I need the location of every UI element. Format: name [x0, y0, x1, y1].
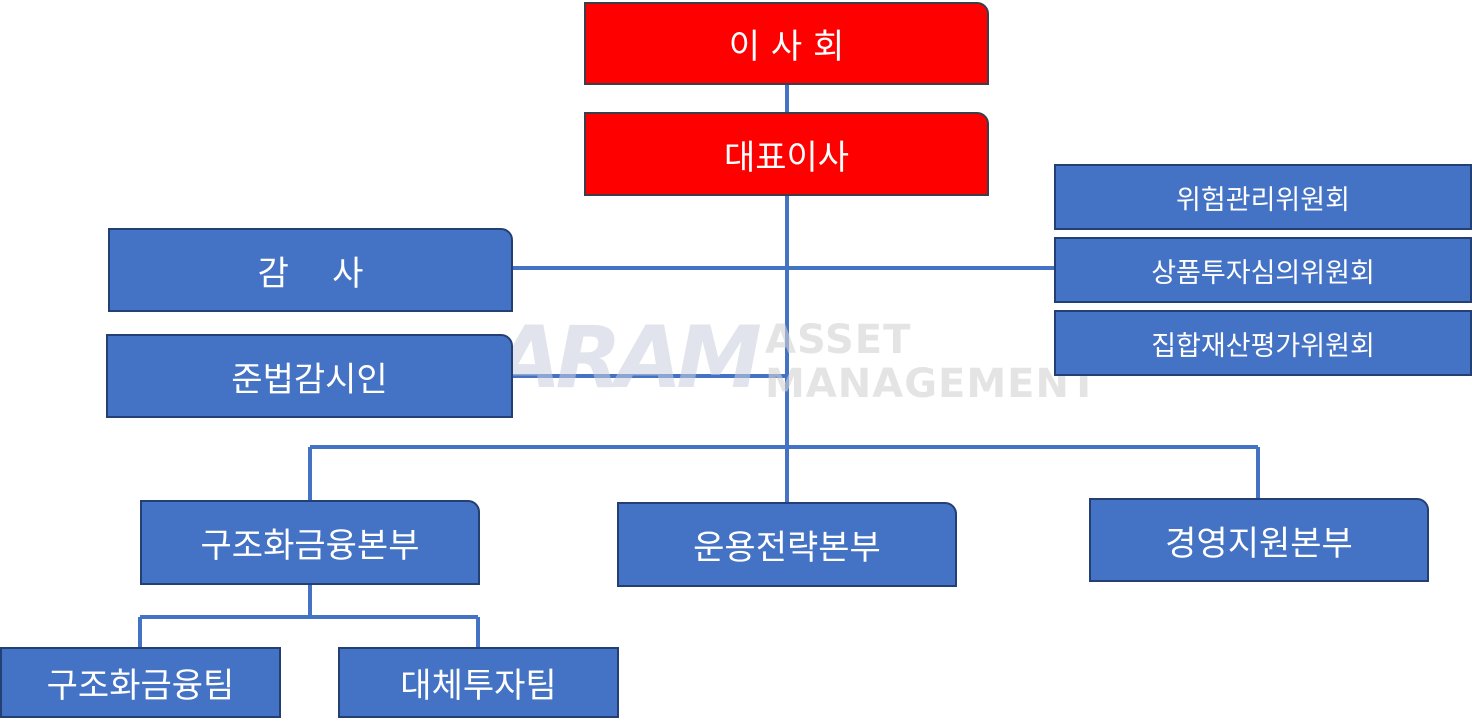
- company-watermark: ARAM ASSET MANAGEMENT: [495, 308, 1135, 408]
- node-compliance-officer[interactable]: 준법감시인: [106, 334, 513, 418]
- node-structured-finance-division[interactable]: 구조화금융본부: [140, 500, 480, 585]
- watermark-logo: ARAM: [495, 308, 762, 408]
- node-structured-finance-team[interactable]: 구조화금융팀: [0, 647, 281, 718]
- node-management-support-division[interactable]: 경영지원본부: [1089, 498, 1429, 582]
- node-alternative-investment-team[interactable]: 대체투자팀: [338, 647, 619, 718]
- node-investment-strategy-division[interactable]: 운용전략본부: [617, 502, 957, 587]
- node-valuation-committee[interactable]: 집합재산평가위원회: [1054, 310, 1472, 376]
- node-board[interactable]: 이 사 회: [584, 2, 989, 85]
- node-product-committee[interactable]: 상품투자심의위원회: [1054, 237, 1472, 303]
- node-risk-committee[interactable]: 위험관리위원회: [1054, 164, 1472, 230]
- node-ceo[interactable]: 대표이사: [584, 112, 989, 196]
- node-auditor[interactable]: 감 사: [108, 228, 513, 312]
- watermark-line2: MANAGEMENT: [765, 361, 1099, 407]
- watermark-line1: ASSET: [765, 317, 912, 363]
